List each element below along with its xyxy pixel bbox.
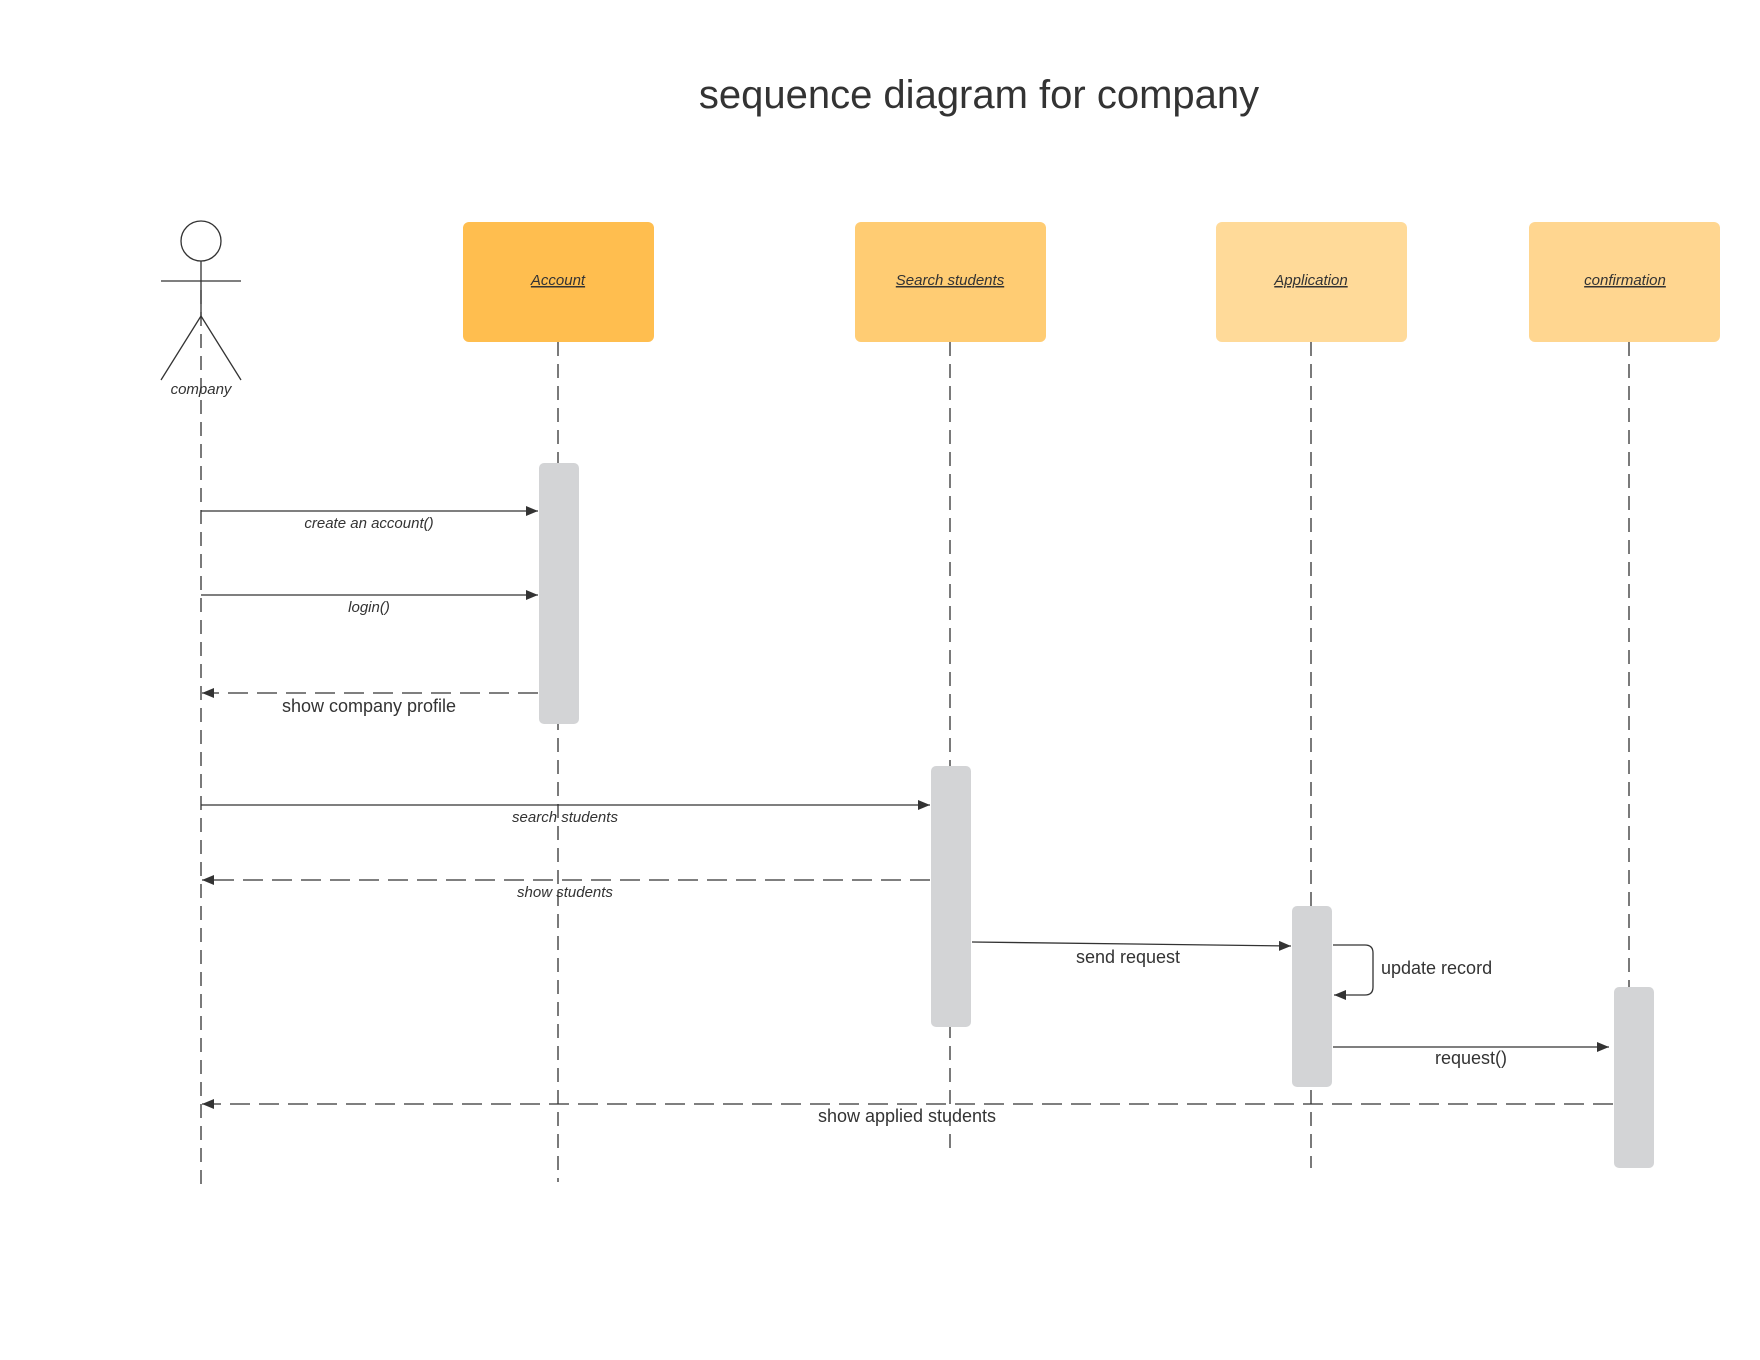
message-send-request-label: send request [1076,947,1180,967]
activation-confirmation [1614,987,1654,1168]
object-application: Application [1216,222,1407,342]
activation-application [1292,906,1332,1087]
message-show-applied-students-label: show applied students [818,1106,996,1126]
activation-search-students [931,766,971,1027]
object-account-label: Account [530,272,586,289]
message-update-record: update record [1333,944,1492,1000]
actor-label: company [171,381,233,398]
message-update-record-label: update record [1381,958,1492,978]
message-search-students-label: search students [512,809,618,826]
activation-account [539,463,579,724]
message-create-account: create an account() [201,506,538,532]
object-confirmation-box [1529,222,1720,342]
message-send-request: send request [971,940,1292,967]
object-confirmation-label: confirmation [1584,272,1666,289]
diagram-title: sequence diagram for company [699,73,1259,117]
object-application-box [1216,222,1407,342]
message-show-company-profile-label: show company profile [282,696,456,716]
message-show-company-profile: show company profile [202,688,538,716]
message-show-students-label: show students [517,884,613,901]
message-request-label: request() [1435,1048,1507,1068]
message-create-account-label: create an account() [304,515,433,532]
object-search-students-box [855,222,1046,342]
message-send-request-arrow [971,940,1292,951]
message-update-record-arrow [1333,944,1374,1000]
object-search-students-label: Search students [896,272,1005,289]
message-login: login() [201,590,538,616]
actor-company: company [160,220,242,398]
actor-right-leg [200,315,242,381]
object-account: Account [463,222,654,342]
message-show-students: show students [202,875,930,901]
object-application-label: Application [1273,272,1347,289]
object-account-box [463,222,654,342]
message-show-applied-students: show applied students [202,1099,1613,1126]
message-search-students: search students [201,800,930,826]
actor-left-leg [160,315,202,381]
message-login-label: login() [348,599,390,616]
message-request: request() [1333,1042,1609,1068]
object-search-students: Search students [855,222,1046,342]
actor-head [180,220,222,262]
object-confirmation: confirmation [1529,222,1720,342]
